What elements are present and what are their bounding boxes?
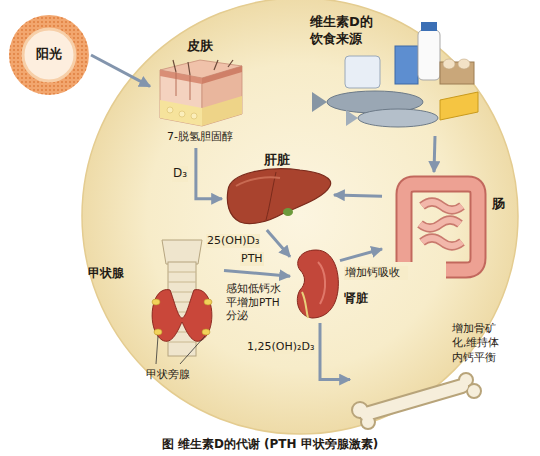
flow-arrow [224, 270, 290, 276]
flow-arrow [196, 148, 222, 199]
food-illustration: 维生素D的饮食来源 [300, 12, 480, 136]
flow-arrow [91, 55, 150, 86]
sun-figure [9, 15, 89, 95]
node-label: 皮肤 [150, 38, 250, 55]
node-label: 阳光 [9, 46, 89, 63]
edge-label: 1,25(OH)₂D₃ [246, 340, 315, 354]
flow-arrow [267, 230, 290, 257]
kidney-illustration: 肾脏 [290, 245, 340, 323]
leader-line [156, 336, 158, 364]
edge-label: 25(OH)D₃ [206, 234, 260, 248]
flow-arrow [434, 136, 435, 172]
node-label: 肝脏 [222, 152, 332, 169]
thyroid-illustration: 甲状腺 [132, 232, 224, 360]
sun-disc: 阳光 [9, 15, 91, 95]
kidney-figure [297, 250, 338, 318]
edge-label: D₃ [172, 166, 188, 182]
note-text: 感知低钙水平增加PTH分泌 [226, 282, 290, 323]
liver-figure [227, 169, 330, 224]
background-disc [82, 0, 518, 434]
node-label: 肾脏 [344, 291, 374, 307]
node-label: 肠 [492, 196, 512, 213]
edge-label: PTH [240, 252, 264, 266]
flow-arrow [320, 323, 350, 380]
intestine-figure [404, 184, 478, 270]
part-label: 甲状旁腺 [146, 368, 198, 382]
skin-illustration: 皮肤 7-脱氢胆固醇 [150, 36, 252, 148]
flow-arrow [334, 195, 382, 196]
skin-figure [160, 60, 242, 126]
edge-label: 增加钙吸收 [344, 266, 408, 280]
liver-illustration: 肝脏 [222, 152, 334, 230]
figure-caption: 图 维生素D的代谢 (PTH 甲状旁腺激素) [0, 437, 540, 453]
node-label: 7-脱氢胆固醇 [150, 130, 250, 144]
thyroid-figure [152, 240, 212, 364]
flow-arrow [340, 249, 382, 261]
node-label: 维生素D的饮食来源 [310, 14, 378, 48]
node-label: 甲状腺 [80, 266, 124, 282]
node-label: 增加骨矿化,维持体内钙平衡 [452, 322, 506, 365]
bone-illustration: 增加骨矿化,维持体内钙平衡 [350, 318, 530, 430]
leader-line [180, 336, 205, 364]
bone-figure [352, 373, 481, 429]
